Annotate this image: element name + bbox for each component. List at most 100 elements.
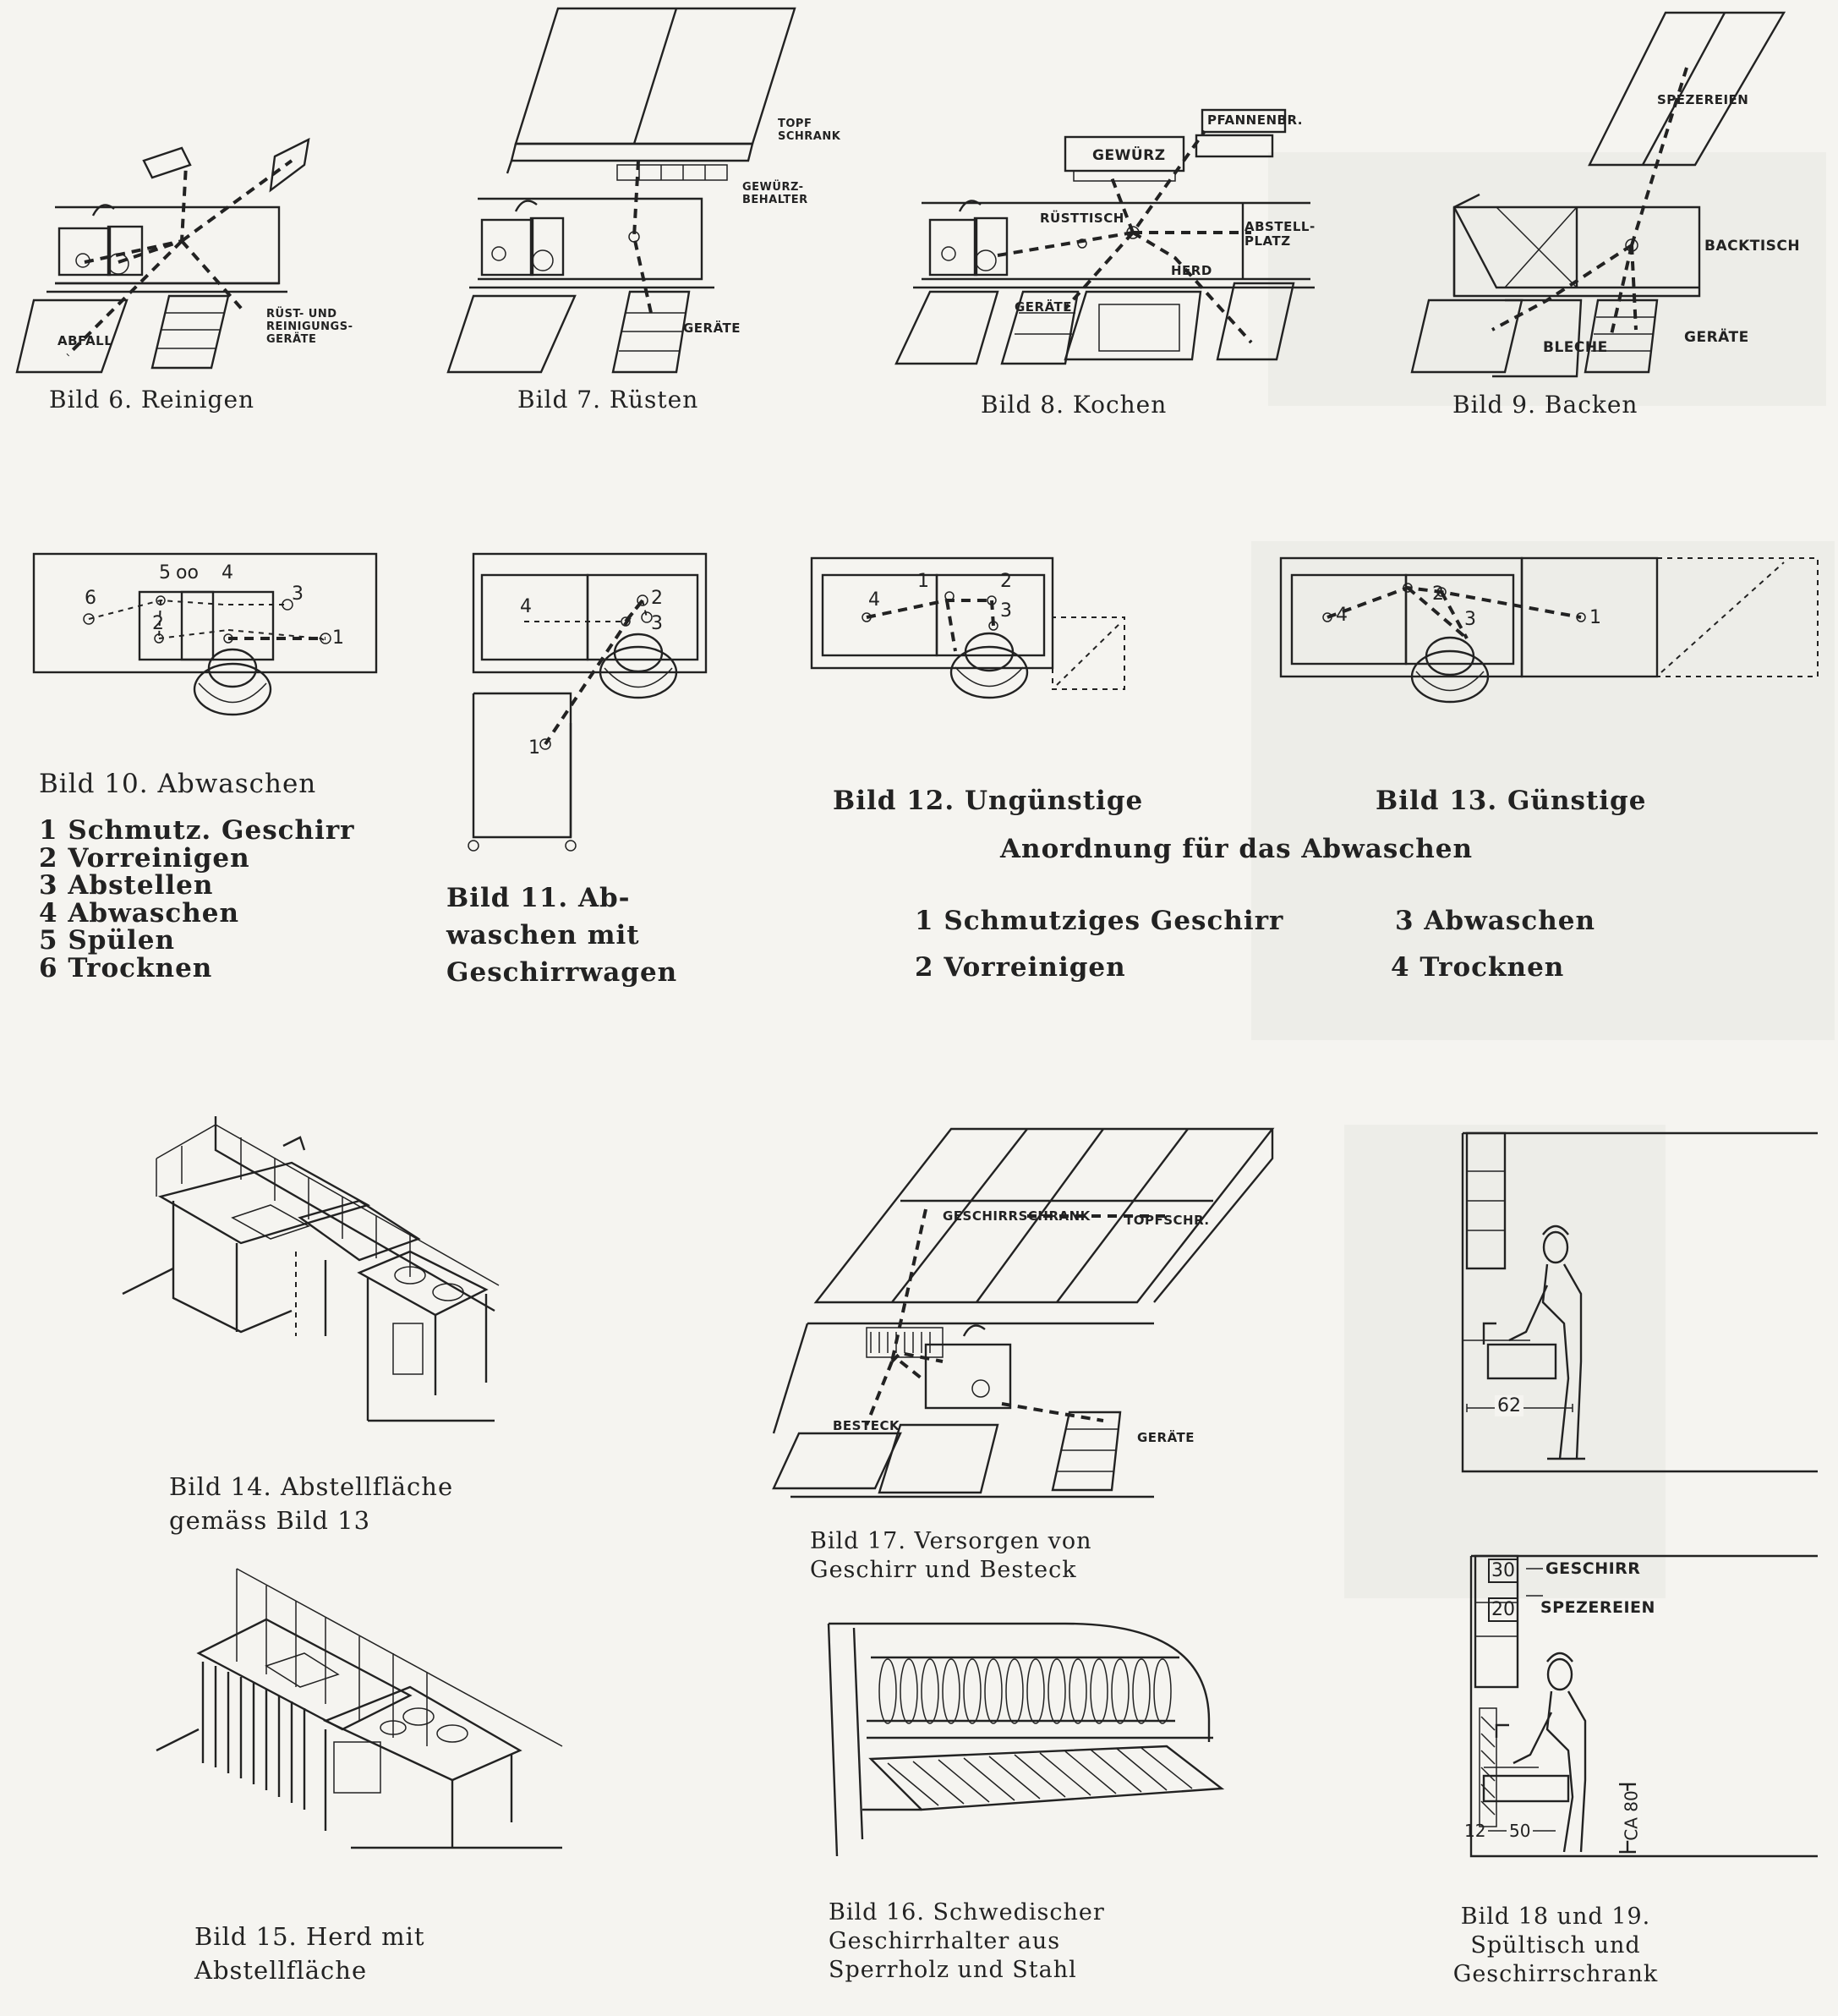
label-ruest-reinigungs-geraete: RÜST- UND REINIGUNGS- GERÄTE xyxy=(266,308,353,346)
caption-bild15: Bild 15. Herd mit Abstellfläche xyxy=(194,1922,425,1985)
label-bleche: BLECHE xyxy=(1543,339,1608,356)
label-abstellplatz: ABSTELL- PLATZ xyxy=(1244,219,1316,249)
sink-counter-drawing xyxy=(122,1116,500,1422)
label-geraete: GERÄTE xyxy=(683,320,741,336)
caption-bild12: Bild 12. Ungünstige xyxy=(833,786,1144,816)
sink-height-drawing xyxy=(1461,1131,1818,1473)
plan-number: 5 xyxy=(159,562,171,583)
figure-bild17-versorgen: GESCHIRRSCHRANK TOPFSCHR. BESTECK GERÄTE xyxy=(772,1125,1281,1498)
dimension-50: 50 xyxy=(1507,1821,1534,1841)
plan-number: 1 xyxy=(332,627,344,649)
label-herd: HERD xyxy=(1171,263,1212,278)
legend-item: 3 Abwaschen xyxy=(1395,906,1595,936)
figure-bild11-geschirrwagen: 4 2 3 1 xyxy=(461,550,714,871)
figure-bild7-ruesten: TOPF SCHRANK GEWÜRZ- BEHALTER GERÄTE xyxy=(446,7,840,381)
figure-bild18-spueltisch: 62 xyxy=(1461,1125,1818,1480)
label-topfschrank: TOPF SCHRANK xyxy=(778,118,841,143)
caption-bild12-13-subtitle: Anordnung für das Abwaschen xyxy=(1000,834,1473,864)
kitchen-cleaning-drawing xyxy=(15,137,310,374)
caption-bild14: Bild 14. Abstellfläche gemäss Bild 13 xyxy=(169,1472,454,1535)
label-geschirrschrank: GESCHIRRSCHRANK xyxy=(943,1208,1091,1224)
plan-number: 3 xyxy=(651,613,663,634)
plan-number: 4 xyxy=(868,589,880,611)
figure-bild6-reinigen: ABFALL RÜST- UND REINIGUNGS- GERÄTE xyxy=(15,127,372,381)
figure-bild16-geschirrhalter xyxy=(827,1619,1226,1873)
dishwashing-plan-drawing xyxy=(32,552,378,716)
plan-number: 3 xyxy=(1000,600,1012,622)
kitchen-cooking-drawing xyxy=(894,108,1315,365)
legend-item: 1 Schmutziges Geschirr xyxy=(915,906,1284,936)
figure-bild19-geschirrschrank: 30 20 GESCHIRR SPEZEREIEN 12 50 CA 80 xyxy=(1463,1552,1818,1865)
label-topfschr: TOPFSCHR. xyxy=(1124,1213,1210,1228)
dimension-12: 12 xyxy=(1464,1821,1486,1841)
plan-number: oo xyxy=(176,562,199,583)
label-backtisch: BACKTISCH xyxy=(1704,238,1801,255)
dishwashing-cart-drawing xyxy=(468,552,708,852)
caption-bild17: Bild 17. Versorgen von Geschirr und Best… xyxy=(810,1528,1092,1583)
plan-number: 2 xyxy=(1432,583,1444,605)
caption-bild16: Bild 16. Schwedischer Geschirrhalter aus… xyxy=(829,1899,1105,1983)
figure-bild15-herd xyxy=(156,1568,579,1873)
legend-item: 4 Trocknen xyxy=(1391,952,1565,983)
plan-number: 4 xyxy=(222,562,233,583)
figure-bild10-abwaschen-plan: 5 oo 4 6 3 2 1 xyxy=(32,550,389,736)
storage-dishes-drawing xyxy=(772,1127,1275,1498)
plan-number: 1 xyxy=(917,571,929,592)
label-besteck: BESTECK xyxy=(833,1418,900,1433)
kitchen-preparing-drawing xyxy=(446,7,796,374)
swedish-dish-rack-drawing xyxy=(827,1622,1225,1857)
legend-item: 1 Schmutz. Geschirr xyxy=(39,815,355,846)
figure-bild9-backen: SPEZEREIEN BACKTISCH BLECHE GERÄTE xyxy=(1403,8,1826,381)
plan-number: 4 xyxy=(1336,605,1348,626)
legend-item: 2 Vorreinigen xyxy=(915,952,1126,983)
caption-bild8: Bild 8. Kochen xyxy=(981,391,1168,419)
favourable-layout-drawing xyxy=(1279,556,1819,704)
plate-rings xyxy=(878,1658,1172,1724)
label-geraete: GERÄTE xyxy=(1684,329,1749,346)
dimension-20: 20 xyxy=(1488,1597,1518,1622)
caption-bild9: Bild 9. Backen xyxy=(1452,391,1638,419)
unfavourable-layout-drawing xyxy=(810,556,1125,699)
plan-number: 1 xyxy=(1589,607,1601,628)
legend-item: 2 Vorreinigen xyxy=(39,843,250,874)
caption-bild6: Bild 6. Reinigen xyxy=(49,386,255,414)
caption-bild18-19: Bild 18 und 19. Spültisch und Geschirrsc… xyxy=(1452,1904,1659,1987)
plan-number: 3 xyxy=(1464,609,1476,630)
legend-item: 5 Spülen xyxy=(39,925,176,956)
label-ruesttisch: RÜSTTISCH xyxy=(1040,211,1124,226)
label-spezereien: SPEZEREIEN xyxy=(1657,92,1749,107)
label-geschirr: GESCHIRR xyxy=(1545,1559,1641,1578)
label-spezereien: SPEZEREIEN xyxy=(1540,1598,1655,1617)
label-gewuerz: GEWÜRZ xyxy=(1092,147,1166,164)
label-geraete: GERÄTE xyxy=(1137,1430,1195,1445)
label-geraete: GERÄTE xyxy=(1015,299,1073,315)
figure-bild13-guenstig: 4 2 3 1 xyxy=(1277,550,1819,704)
stove-counter-drawing xyxy=(156,1568,563,1849)
legend-item: 4 Abwaschen xyxy=(39,898,239,929)
legend-item: 3 Abstellen xyxy=(39,870,214,901)
kitchen-baking-drawing xyxy=(1410,11,1786,378)
plan-number: 3 xyxy=(292,583,304,605)
plan-number: 4 xyxy=(520,596,532,617)
bleed-through-area xyxy=(1251,541,1835,1040)
dimension-62: 62 xyxy=(1495,1395,1523,1416)
figure-bild12-unguenstig: 4 1 2 3 xyxy=(807,554,1137,706)
figure-bild8-kochen: PFANNENBR. GEWÜRZ RÜSTTISCH ABSTELL- PLA… xyxy=(894,101,1319,389)
plan-number: 6 xyxy=(85,588,96,609)
dimension-30: 30 xyxy=(1488,1559,1518,1583)
plan-number: 1 xyxy=(528,737,540,759)
caption-bild10: Bild 10. Abwaschen xyxy=(39,769,317,799)
caption-bild13: Bild 13. Günstige xyxy=(1376,786,1647,816)
caption-bild7: Bild 7. Rüsten xyxy=(517,386,699,414)
plan-number: 2 xyxy=(651,588,663,609)
bleed-through-area xyxy=(1268,152,1826,406)
cupboard-height-drawing xyxy=(1469,1554,1818,1858)
figure-bild14-abstellflaeche xyxy=(122,1116,503,1438)
label-gewuerzbehalter: GEWÜRZ- BEHALTER xyxy=(742,181,808,206)
label-abfall: ABFALL xyxy=(57,333,113,348)
plan-number: 2 xyxy=(1000,571,1012,592)
label-pfannenbr: PFANNENBR. xyxy=(1207,112,1303,128)
dimension-ca80: CA 80 xyxy=(1621,1790,1642,1841)
plan-number: 2 xyxy=(152,613,164,634)
caption-bild11: Bild 11. Ab- waschen mit Geschirrwagen xyxy=(446,883,678,988)
